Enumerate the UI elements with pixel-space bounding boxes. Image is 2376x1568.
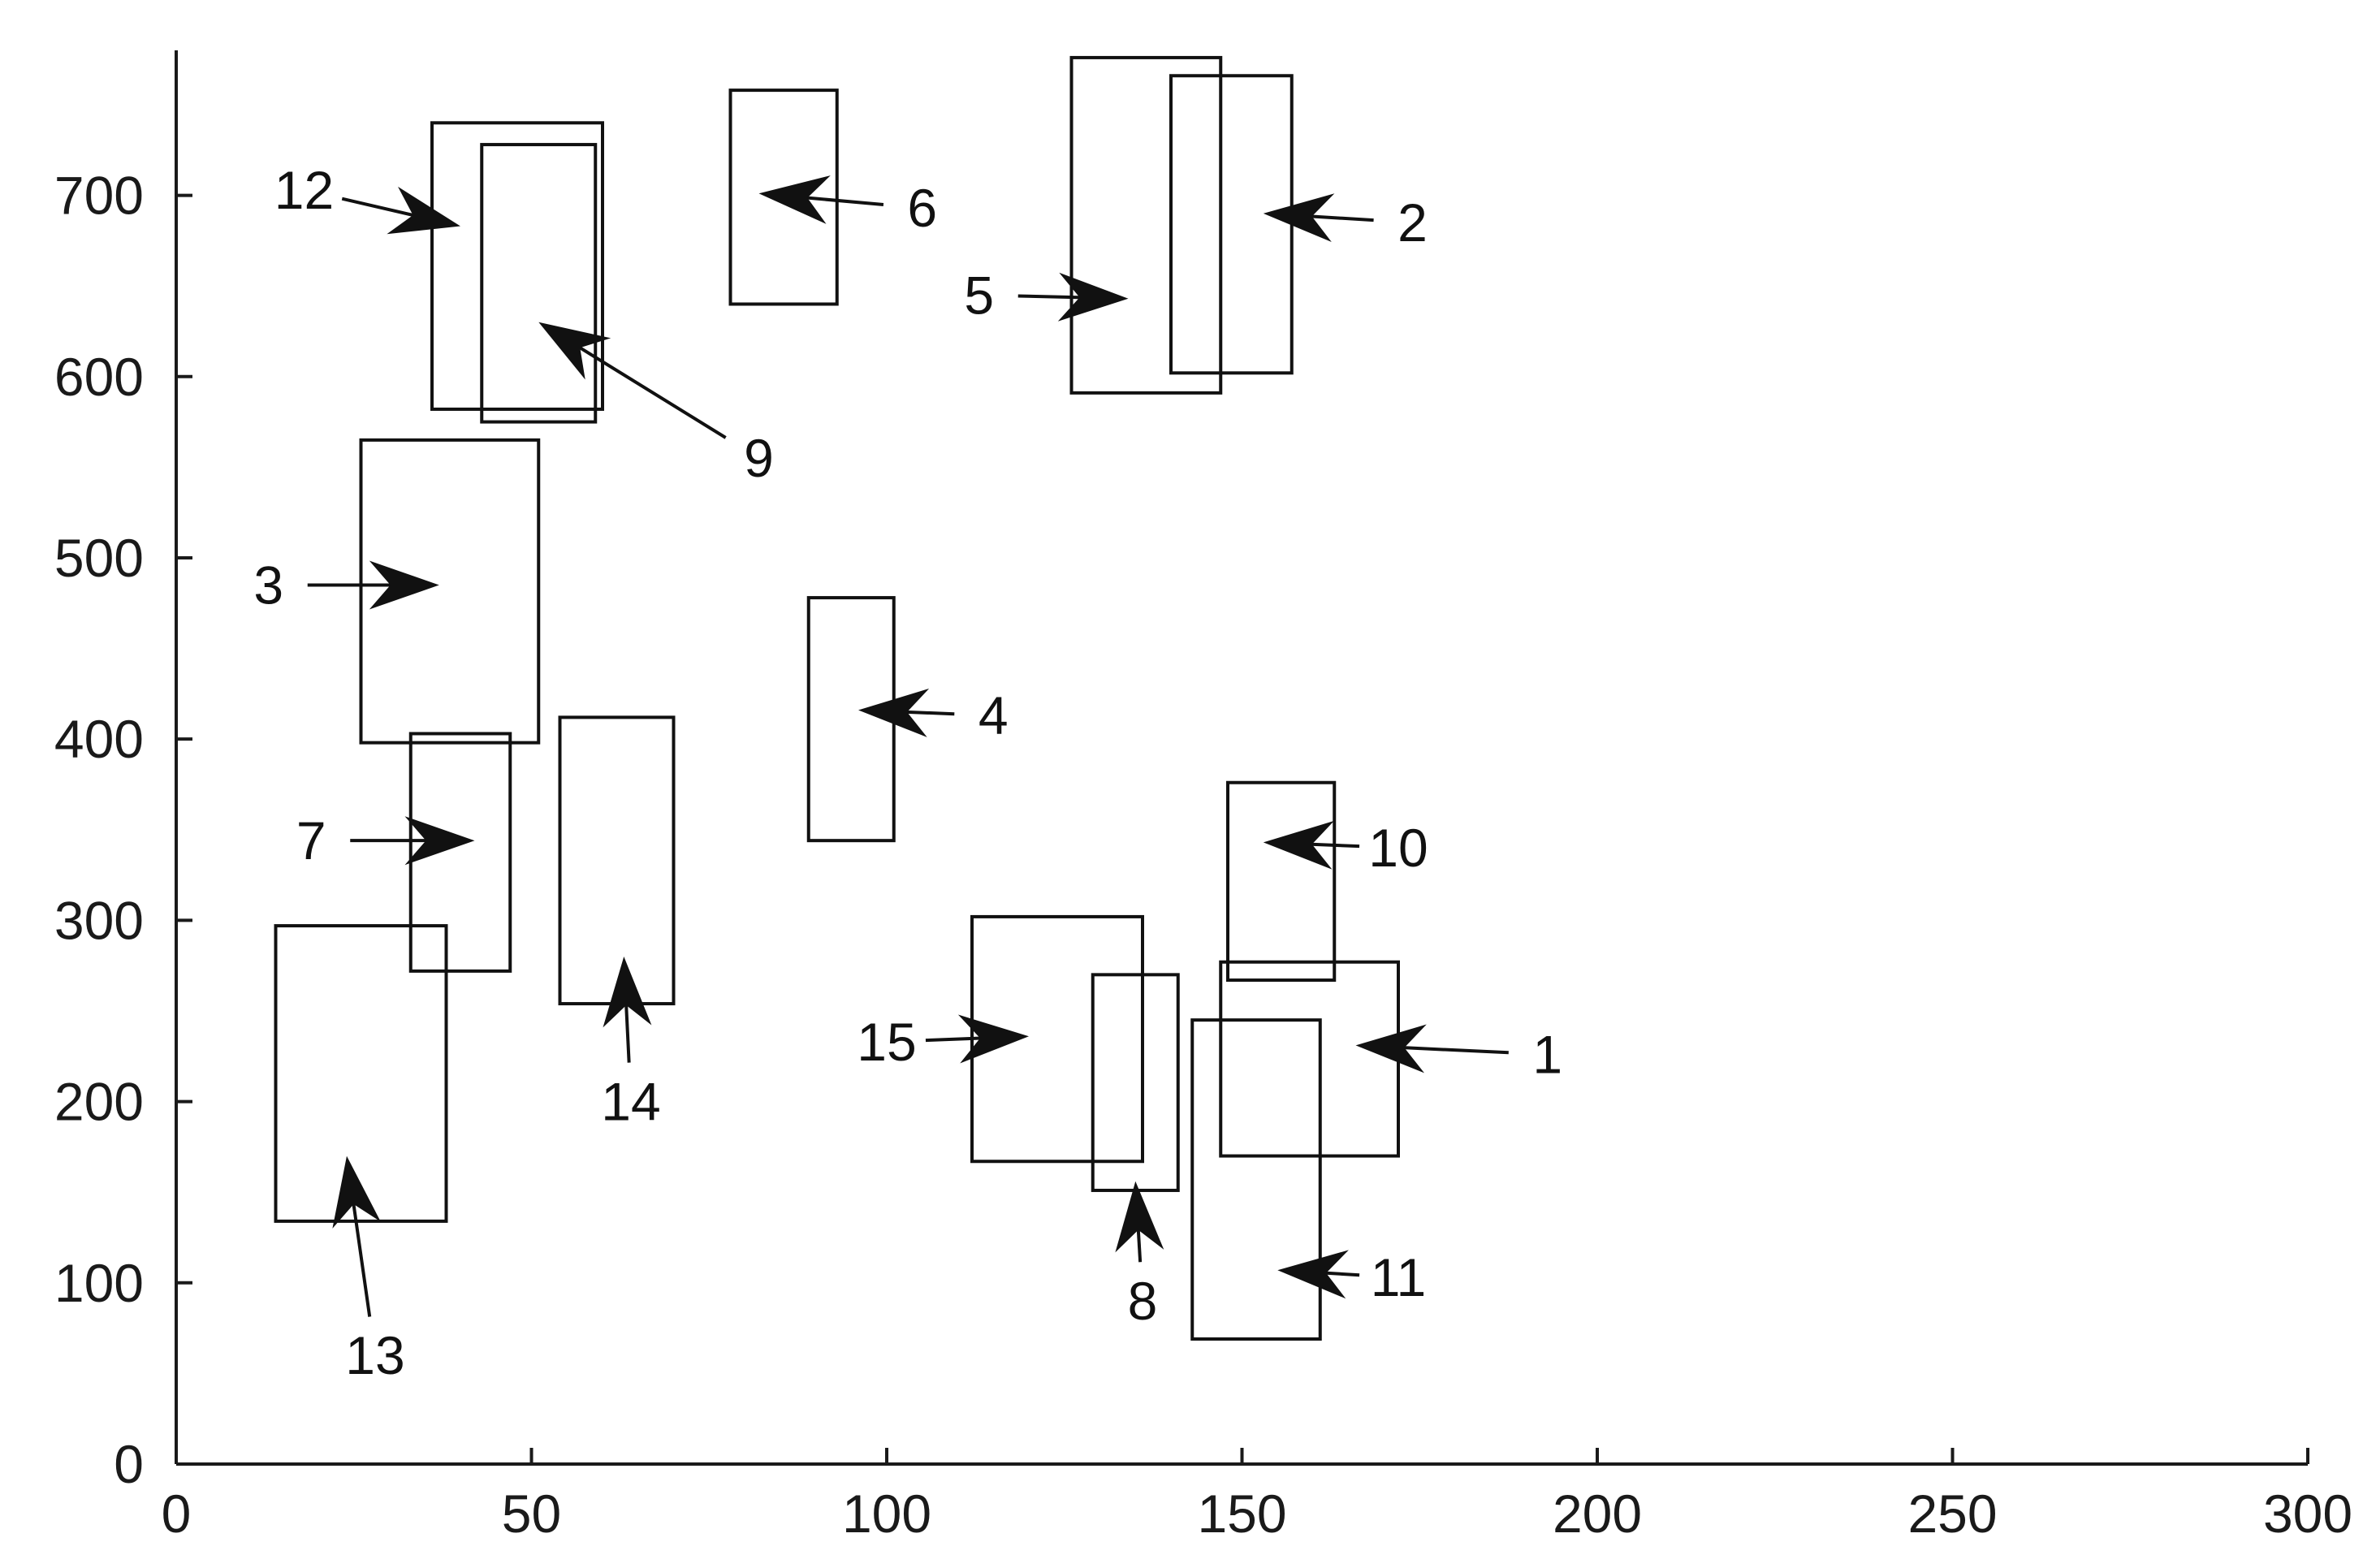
arrow-head-icon: [1115, 1181, 1164, 1253]
x-tick-label: 200: [1553, 1484, 1642, 1544]
y-tick-label: 0: [114, 1434, 144, 1494]
y-tick-label: 200: [54, 1072, 144, 1132]
arrow-head-icon: [1277, 1250, 1349, 1299]
arrow-shaft: [903, 710, 955, 716]
arrow-head-icon: [1057, 272, 1129, 322]
arrow-shaft: [341, 197, 417, 218]
arrow-head-icon: [404, 816, 475, 866]
arrow-head-icon: [369, 560, 439, 610]
box-14: [558, 715, 676, 1006]
arrow-shaft: [1401, 1046, 1509, 1055]
box-label-1: 1: [1532, 1025, 1562, 1085]
box-label-15: 15: [857, 1012, 916, 1072]
arrows: [307, 175, 1509, 1317]
box-2: [1169, 74, 1294, 375]
x-tick-label: 100: [842, 1484, 931, 1544]
arrow-14: [603, 957, 652, 1063]
arrow-shaft: [925, 1036, 984, 1043]
arrow-head-icon: [332, 1155, 381, 1229]
axes: [175, 50, 2308, 1466]
arrow-head-icon: [1263, 193, 1335, 242]
box-13: [274, 924, 448, 1223]
arrow-10: [1263, 820, 1360, 870]
y-tick-label: 400: [54, 709, 144, 769]
box-3: [359, 438, 541, 745]
arrow-11: [1277, 1250, 1360, 1299]
arrow-5: [1017, 272, 1129, 322]
boxes: [274, 55, 1400, 1341]
arrow-1: [1355, 1024, 1509, 1073]
x-tick-label: 250: [1907, 1484, 1997, 1544]
arrow-head-icon: [538, 322, 611, 380]
arrow-shaft: [576, 344, 727, 439]
arrow-head-icon: [1263, 820, 1334, 870]
arrow-shaft: [1017, 294, 1083, 300]
arrow-shaft: [1136, 1226, 1143, 1263]
x-tick-label: 0: [162, 1484, 192, 1544]
arrow-shaft: [624, 1001, 631, 1063]
arrow-13: [332, 1155, 381, 1317]
arrow-shaft: [1308, 214, 1374, 222]
box-label-5: 5: [964, 265, 994, 325]
y-tick-label: 600: [54, 347, 144, 407]
box-label-4: 4: [978, 685, 1009, 745]
y-tick-label: 500: [54, 528, 144, 588]
box-1: [1219, 960, 1400, 1158]
box-label-9: 9: [744, 428, 774, 488]
box-6: [728, 89, 839, 306]
box-12: [430, 121, 604, 411]
box-label-14: 14: [601, 1072, 660, 1132]
arrow-12: [341, 186, 460, 235]
x-tick-label: 150: [1197, 1484, 1286, 1544]
arrow-shaft: [351, 1200, 372, 1317]
box-label-8: 8: [1128, 1271, 1158, 1331]
box-11: [1190, 1018, 1322, 1341]
box-5: [1069, 55, 1223, 395]
arrow-shaft: [1323, 1271, 1360, 1277]
box-label-6: 6: [907, 178, 937, 238]
y-tick-label: 700: [54, 166, 144, 226]
box-label-3: 3: [253, 555, 283, 615]
box-label-12: 12: [274, 160, 334, 220]
box-7: [408, 732, 512, 973]
x-tick-label: 50: [502, 1484, 561, 1544]
arrow-2: [1263, 193, 1374, 242]
box-4: [806, 596, 896, 843]
arrow-head-icon: [1355, 1024, 1427, 1073]
arrow-shaft: [1308, 842, 1360, 849]
y-tick-label: 300: [54, 890, 144, 950]
arrow-8: [1115, 1181, 1164, 1263]
arrow-head-icon: [603, 957, 652, 1028]
arrow-3: [307, 560, 439, 610]
arrow-4: [858, 689, 955, 737]
box-10: [1226, 780, 1337, 983]
arrow-head-icon: [758, 175, 831, 224]
arrow-7: [350, 816, 475, 866]
box-label-13: 13: [345, 1325, 404, 1385]
arrow-15: [925, 1014, 1029, 1064]
box-label-2: 2: [1398, 192, 1428, 253]
x-tick-label: 300: [2263, 1484, 2352, 1544]
box-label-10: 10: [1368, 818, 1428, 878]
arrow-head-icon: [858, 689, 930, 737]
arrow-9: [538, 322, 727, 439]
arrow-shaft: [804, 196, 884, 206]
y-tick-label: 100: [54, 1253, 144, 1313]
box-8: [1091, 973, 1180, 1192]
arrow-head-icon: [957, 1014, 1029, 1064]
arrow-6: [758, 175, 884, 224]
ticks: 0 50 100 150 200 250 300 0 100 200 300 400 500 600 700: [54, 166, 2352, 1544]
box-label-7: 7: [296, 810, 326, 870]
arrow-head-icon: [387, 186, 460, 235]
box-label-11: 11: [1371, 1247, 1427, 1307]
box-9: [480, 143, 598, 424]
